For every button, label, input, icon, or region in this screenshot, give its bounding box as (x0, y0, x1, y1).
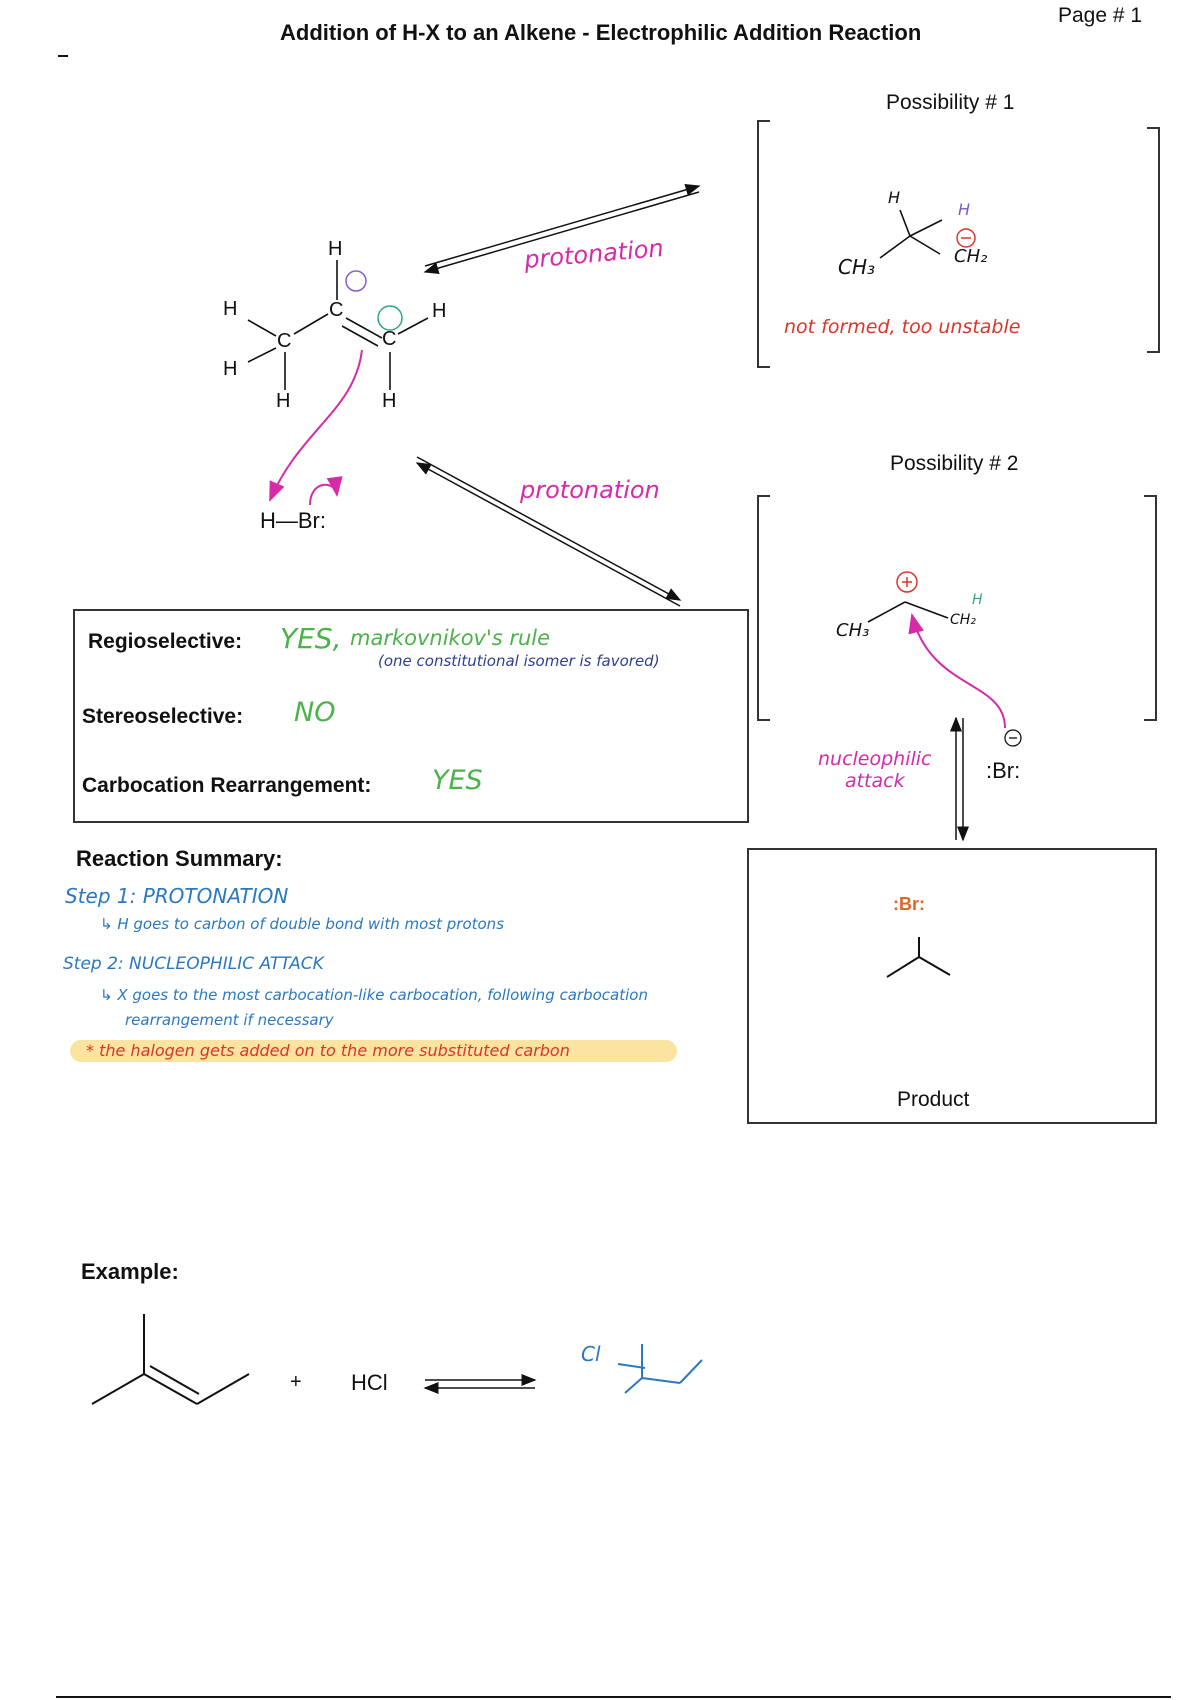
atom-h: H (432, 300, 447, 322)
atom-h: H (223, 358, 238, 380)
atom-c: C (329, 299, 344, 321)
regioselective-value: YES, (280, 622, 342, 655)
atom-h: H (382, 390, 397, 412)
step-1: Step 1: PROTONATION (65, 884, 289, 908)
atom-c: C (382, 328, 397, 350)
rearrangement-value: YES (432, 765, 483, 796)
atom-h: H (888, 188, 901, 207)
carbon-2-marker (377, 305, 403, 331)
rearrangement-label: Carbocation Rearrangement: (82, 774, 372, 797)
ch3-group: CH₃ (836, 620, 870, 641)
product-label: Product (897, 1088, 970, 1111)
product-br-atom: :Br: (893, 894, 925, 914)
possibility-1-title: Possibility # 1 (886, 91, 1015, 114)
atom-h-added: H (958, 200, 971, 219)
possibility-1-note: not formed, too unstable (784, 316, 1021, 338)
summary-title: Reaction Summary: (76, 846, 283, 871)
plus-sign: + (290, 1371, 302, 1393)
atom-h: H (223, 298, 238, 320)
highlight-note: * the halogen gets added on to the more … (86, 1041, 570, 1060)
atom-c: C (277, 330, 292, 352)
protonation-label-bottom: protonation (520, 476, 660, 504)
curved-arrow-hbr (309, 476, 343, 506)
label-line: attack (844, 770, 905, 792)
propene-structure (247, 260, 429, 390)
ch3-group: CH₃ (838, 255, 876, 279)
ch2-group: CH₂ (950, 612, 976, 628)
regioselective-subnote: (one constitutional isomer is favored) (378, 652, 660, 670)
hcl-reagent: HCl (351, 1370, 388, 1395)
regioselective-note: markovnikov's rule (350, 626, 551, 650)
hbr-reagent: H—Br: (260, 508, 326, 533)
step-2-detail-cont: rearrangement if necessary (125, 1011, 334, 1029)
example-title: Example: (81, 1259, 179, 1284)
page-number: Page # 1 (1058, 4, 1143, 27)
atom-h: H (276, 390, 291, 412)
atom-h-added: H (972, 592, 983, 608)
stereoselective-label: Stereoselective: (82, 705, 244, 728)
step-1-detail: ↳ H goes to carbon of double bond with m… (100, 915, 505, 933)
page-title: Addition of H-X to an Alkene - Electroph… (280, 20, 922, 45)
atom-h: H (328, 238, 343, 260)
label-line: nucleophilic (818, 748, 932, 770)
step-2: Step 2: NUCLEOPHILIC ATTACK (63, 954, 324, 974)
possibility-2-title: Possibility # 2 (890, 452, 1019, 475)
ch2-group: CH₂ (954, 246, 988, 267)
carbon-1-marker (345, 270, 367, 292)
regioselective-label: Regioselective: (88, 630, 243, 653)
product-cl-atom: Cl (581, 1342, 601, 1366)
stereoselective-value: NO (294, 697, 336, 728)
step-2-detail: ↳ X goes to the most carbocation-like ca… (100, 986, 648, 1004)
bromide-ion: :Br: (986, 758, 1021, 783)
curved-arrow-pi-bond (269, 349, 363, 502)
